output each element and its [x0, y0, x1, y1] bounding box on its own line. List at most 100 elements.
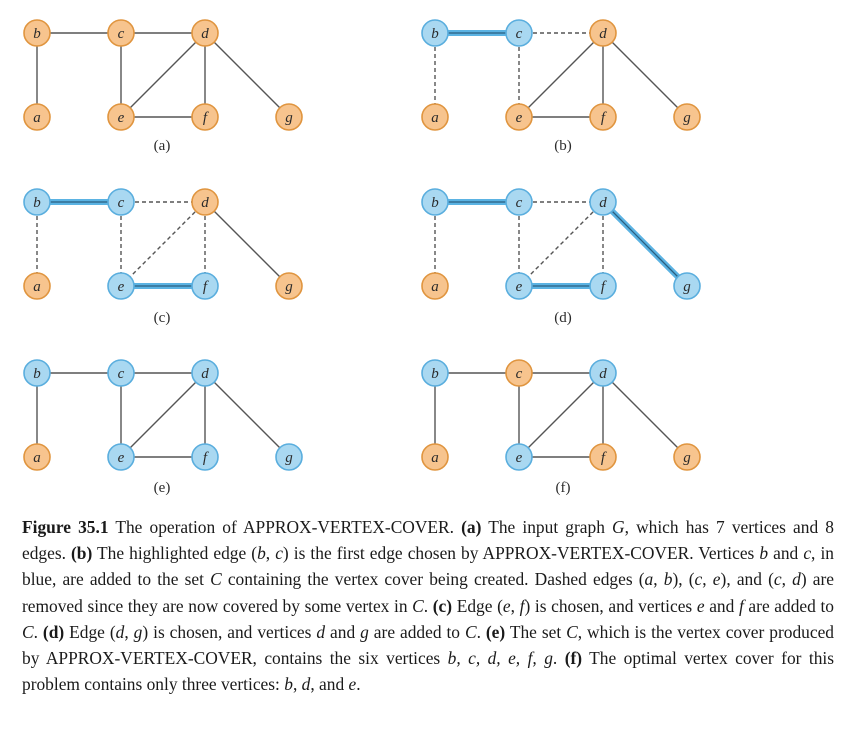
panel-label: (f): [556, 480, 571, 496]
vertex-e: e: [107, 272, 135, 300]
vertex-circle: [505, 443, 533, 471]
caption-math: C: [22, 621, 34, 642]
caption-math: e: [348, 674, 357, 695]
caption-math: C: [412, 595, 424, 616]
caption-text: Edge (: [64, 621, 116, 642]
vertex-circle: [23, 272, 51, 300]
vertex-circle: [505, 272, 533, 300]
vertex-circle: [589, 19, 617, 47]
vertex-b: b: [421, 359, 449, 387]
vertex-label: a: [431, 450, 439, 466]
vertex-label: a: [33, 450, 41, 466]
caption-text: , and: [310, 674, 349, 695]
caption-text: .: [356, 674, 361, 695]
vertex-circle: [589, 359, 617, 387]
vertex-circle: [589, 443, 617, 471]
caption-math: e: [502, 595, 511, 616]
caption-math: C: [210, 569, 222, 590]
vertex-label: a: [431, 110, 439, 126]
vertex-label: c: [118, 26, 125, 42]
edge-d-g-core: [602, 201, 688, 287]
vertex-f: f: [589, 272, 617, 300]
vertex-label: b: [431, 26, 439, 42]
vertex-c: c: [107, 359, 135, 387]
vertex-label: e: [118, 450, 125, 466]
caption-text: are added to: [743, 595, 834, 616]
vertex-circle: [107, 103, 135, 131]
caption-math: g: [133, 621, 143, 642]
figure-caption: Figure 35.1 The operation of APPROX-VERT…: [22, 514, 834, 697]
vertex-a: a: [23, 272, 51, 300]
vertex-circle: [421, 103, 449, 131]
vertex-circle: [107, 188, 135, 216]
vertex-circle: [673, 443, 701, 471]
caption-text: .: [476, 621, 486, 642]
caption-math: a: [644, 569, 654, 590]
vertex-label: g: [683, 279, 691, 295]
panel-label: (a): [154, 138, 171, 154]
vertex-label: g: [285, 279, 293, 295]
vertex-c: c: [505, 19, 533, 47]
edge-d-e: [518, 201, 604, 287]
caption-text: The highlighted edge (: [92, 543, 258, 564]
vertex-circle: [191, 443, 219, 471]
vertex-d: d: [589, 188, 617, 216]
vertex-label: b: [33, 195, 41, 211]
caption-text: ,: [781, 569, 793, 590]
caption-text: .: [423, 595, 433, 616]
caption-part-f-label: (f): [564, 648, 583, 669]
vertex-circle: [505, 19, 533, 47]
caption-text: ,: [292, 674, 302, 695]
vertex-d: d: [191, 188, 219, 216]
caption-text: Edge (: [452, 595, 503, 616]
vertex-circle: [191, 272, 219, 300]
vertex-g: g: [275, 103, 303, 131]
vertex-label: e: [118, 279, 125, 295]
vertex-f: f: [589, 443, 617, 471]
caption-text: and: [325, 621, 361, 642]
vertex-circle: [673, 103, 701, 131]
vertex-label: d: [201, 195, 209, 211]
vertex-circle: [505, 188, 533, 216]
vertex-circle: [191, 103, 219, 131]
caption-math: b: [663, 569, 673, 590]
vertex-label: a: [33, 110, 41, 126]
vertex-a: a: [421, 443, 449, 471]
caption-intro: The operation of APPROX-VERTEX-COVER.: [108, 517, 462, 537]
vertex-label: d: [599, 366, 607, 382]
vertex-b: b: [23, 188, 51, 216]
vertex-label: e: [516, 110, 523, 126]
caption-text: ,: [510, 595, 520, 616]
vertex-label: d: [599, 26, 607, 42]
vertex-circle: [275, 443, 303, 471]
caption-math: G: [612, 517, 625, 537]
caption-text: .: [552, 648, 565, 669]
vertex-label: g: [285, 450, 293, 466]
vertex-circle: [589, 272, 617, 300]
vertex-circle: [107, 359, 135, 387]
caption-math: d: [316, 621, 326, 642]
panel-label: (e): [154, 480, 171, 496]
vertex-e: e: [505, 103, 533, 131]
vertex-label: e: [118, 110, 125, 126]
vertex-b: b: [421, 19, 449, 47]
caption-text: The optimal vertex cover for this proble…: [22, 648, 834, 695]
vertex-g: g: [673, 443, 701, 471]
caption-text: containing the vertex cover being create…: [221, 569, 645, 590]
vertex-a: a: [23, 443, 51, 471]
caption-text: ,: [702, 569, 713, 590]
vertex-circle: [191, 19, 219, 47]
vertex-label: d: [599, 195, 607, 211]
caption-math: f: [738, 595, 744, 616]
vertex-label: g: [683, 110, 691, 126]
caption-part-b-label: (b): [71, 543, 93, 564]
vertex-circle: [107, 19, 135, 47]
vertex-circle: [421, 188, 449, 216]
caption-math: C: [566, 621, 578, 642]
caption-math: c: [773, 569, 782, 590]
caption-math: c: [694, 569, 703, 590]
